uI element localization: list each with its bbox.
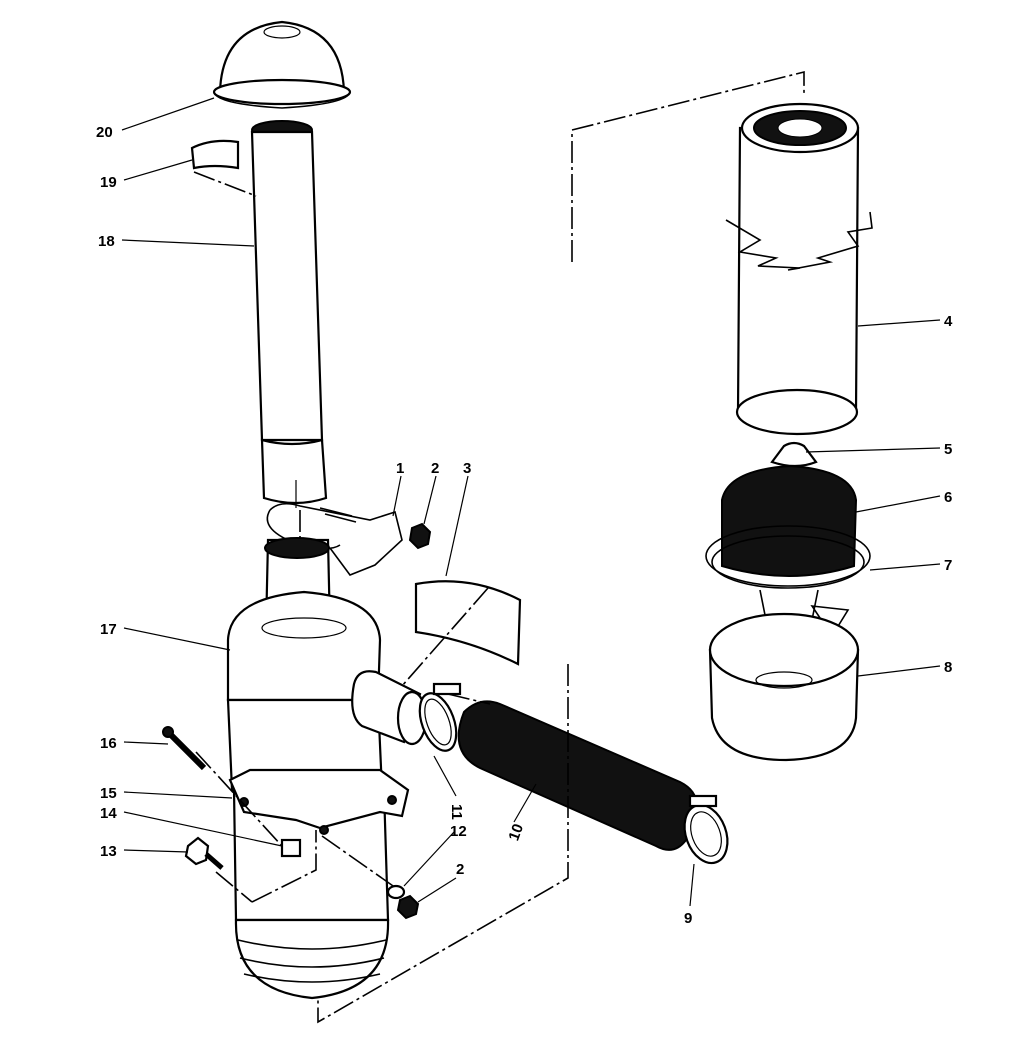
nut-14	[280, 838, 302, 858]
callout-1: 1	[396, 460, 404, 477]
callout-5: 5	[944, 441, 952, 458]
callout-8: 8	[944, 659, 952, 676]
extension-tube	[250, 120, 328, 508]
washer-12	[386, 884, 406, 900]
callout-2: 2	[456, 861, 464, 878]
mounting-band	[228, 768, 410, 835]
dust-cup	[708, 612, 860, 762]
callout-13: 13	[100, 843, 117, 860]
callout-labels: 20 19 18 1 2 3 4 5 6 7 8 17 16 15 14 13 …	[96, 124, 953, 927]
callout-6: 6	[944, 489, 952, 506]
hose-clamp-11	[418, 682, 462, 752]
inlet-hose	[457, 700, 698, 851]
callout-15: 15	[100, 785, 117, 802]
decal-3	[414, 580, 522, 666]
cup-clamp-ring	[705, 525, 871, 638]
callout-10: 10	[505, 822, 527, 843]
wing-nut	[770, 441, 818, 468]
callout-9: 9	[684, 910, 692, 927]
callout-11: 11	[448, 804, 465, 820]
hose-clamp-9	[683, 794, 729, 865]
callout-16: 16	[100, 735, 117, 752]
callout-19: 19	[100, 174, 117, 191]
nut-lower	[396, 894, 420, 920]
leader-lines	[121, 97, 941, 907]
air-cleaner-body	[226, 537, 428, 1000]
decal-19	[190, 139, 240, 170]
callout-7: 7	[944, 557, 952, 574]
bolt-16	[162, 726, 207, 771]
callout-12: 12	[450, 823, 467, 840]
callout-18: 18	[98, 233, 115, 250]
callout-14: 14	[100, 805, 117, 822]
callout-4: 4	[944, 313, 953, 330]
precleaner-element	[721, 464, 858, 577]
filter-element	[725, 102, 873, 436]
alignment-lines	[193, 70, 805, 1024]
bolt-13	[184, 836, 224, 870]
nut-upper	[408, 522, 432, 550]
precleaner-cap	[212, 20, 352, 109]
callout-17: 17	[100, 621, 117, 638]
callout-3: 3	[463, 460, 471, 477]
callout-2: 2	[431, 460, 439, 477]
callout-20: 20	[96, 124, 113, 141]
